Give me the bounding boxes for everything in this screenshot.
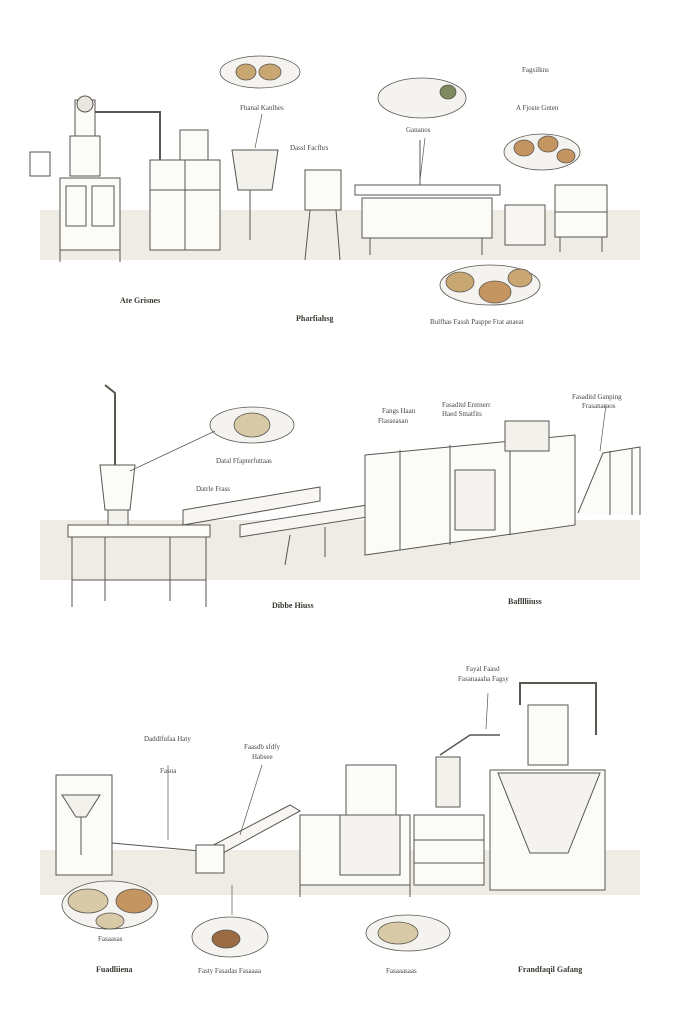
label-plate-caption: Datal Ffapterfuttaas	[216, 457, 272, 465]
label-bottom-center: Pharfiahsg	[296, 314, 334, 323]
label-plate-caption: Fasaasas	[98, 935, 123, 943]
food-plate-top-right	[503, 133, 581, 171]
inclined-conveyor-3	[195, 804, 302, 874]
left-work-table	[67, 524, 211, 607]
food-plate-bottom-right	[365, 914, 451, 952]
label-top-right: Fayal Faasd	[466, 665, 500, 673]
shelf-unit	[413, 734, 500, 886]
label-bottom-mid-2: Fasaaasaas	[386, 967, 417, 975]
label-bottom-left: Fuadliiena	[96, 965, 133, 974]
food-plate-bottom-mid	[191, 916, 269, 958]
large-frame-machine	[364, 420, 576, 556]
floor-band	[40, 210, 640, 260]
food-plate-bottom-left	[61, 880, 159, 930]
label-top-left: Daddlfufaa Haty	[144, 735, 191, 743]
panel-3-illustration	[40, 682, 640, 958]
label-bottom-center: Dibbe Hiuss	[272, 601, 314, 610]
label-top-a: Fangs Haan	[382, 407, 416, 415]
panel-production-line-2: Datal Ffapterfuttaas Datrle Frass Fangs …	[0, 375, 688, 645]
label-top-right: Fagsilkns	[522, 66, 549, 74]
label-top-b-2: Haed Smatfits	[442, 410, 482, 418]
tall-pipe	[104, 384, 116, 465]
label-center-top: Fhanal Kanlhes	[240, 104, 284, 112]
label-top-right: Fasaditd Ganping	[572, 393, 622, 401]
conveyor-table	[354, 140, 501, 255]
cabinet-unit	[554, 184, 608, 252]
label-bottom-right: Frandfaqil Gafang	[518, 965, 583, 974]
ramp-stand	[577, 446, 641, 515]
label-bottom-left: Ate Grisnes	[120, 296, 161, 305]
label-bottom-right: Bafllliiuss	[508, 597, 542, 606]
label-top-mid-2: Habsee	[252, 753, 273, 761]
panel-production-line-1: Fagsilkns A Fjoste Gnten Fhanal Kanlhes …	[0, 40, 688, 340]
label-bottom-mid: Fasty Fasadas Fasaaaa	[198, 967, 261, 975]
label-mid-left: Dassl Facfhrs	[290, 144, 329, 152]
press-unit	[304, 169, 342, 261]
large-mixer	[489, 682, 606, 891]
hopper-tray	[231, 149, 279, 191]
label-top-mid: Faasdb sfdfy	[244, 743, 280, 751]
food-plate-top	[219, 55, 301, 89]
label-mid-center: Gananos	[406, 126, 431, 134]
center-cabinet	[299, 764, 411, 897]
funnel-stand	[55, 774, 113, 876]
frame-structure	[149, 129, 221, 251]
panel-1-illustration	[29, 55, 640, 306]
water-tank	[504, 204, 546, 246]
food-plate-panel-2	[209, 406, 295, 444]
label-top-b: Fasaditd Eretnerr	[442, 401, 491, 409]
label-bottom-right: Bulfhas Fassh Pasppe Frat anaeat	[430, 318, 524, 326]
label-top-left-2: Fasoa	[160, 767, 177, 775]
label-top-right-2: A Fjoste Gnten	[516, 104, 559, 112]
label-top-right-2: Frasanaraos	[582, 402, 616, 410]
food-plate-bottom-right	[439, 264, 541, 306]
mixer-machine	[29, 95, 121, 262]
label-conveyor: Datrle Frass	[196, 485, 231, 493]
panel-2-illustration	[40, 384, 641, 607]
label-top-right-2: Fasanaaaha Fagsy	[458, 675, 509, 683]
food-bowl-top-center	[377, 77, 467, 119]
label-top-a-2: Flasseasan	[378, 417, 408, 425]
panel-production-line-3: Daddlfufaa Haty Fasoa Faasdb sfdfy Habse…	[0, 665, 688, 985]
